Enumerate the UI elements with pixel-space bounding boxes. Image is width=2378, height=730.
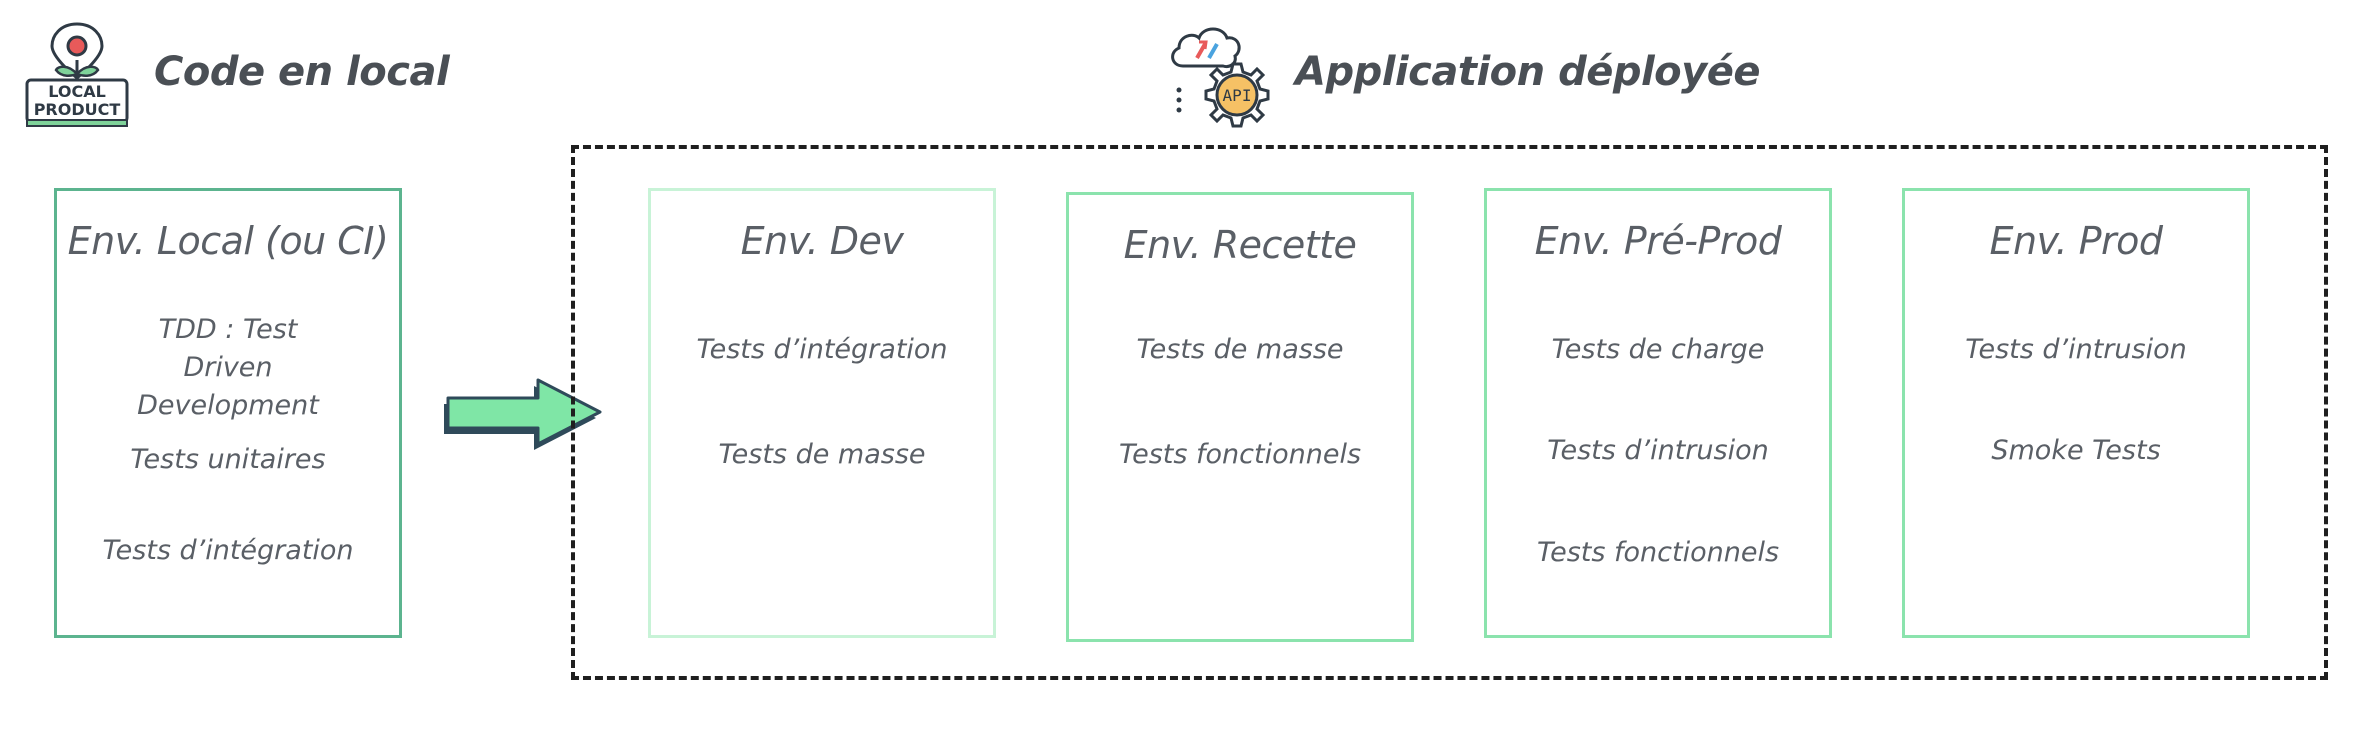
env-test-item: Tests d’intrusion [1547, 435, 1769, 466]
env-test-item: Tests d’intrusion [1965, 334, 2187, 365]
env-title: Env. Local (ou CI) [67, 219, 389, 263]
api-cloud-gear-icon: API [1163, 18, 1283, 128]
local-product-icon: LOCAL PRODUCT [22, 20, 132, 130]
env-test-item: Tests unitaires [130, 444, 326, 475]
env-title: Env. Recette [1123, 223, 1357, 267]
local-icon-text-1: LOCAL [48, 82, 106, 101]
env-test-item: Tests de masse [1136, 334, 1344, 365]
env-test-item: Tests fonctionnels [1118, 439, 1362, 470]
right-arrow-icon [440, 368, 610, 458]
env-test-item: Tests fonctionnels [1536, 537, 1780, 568]
local-icon-text-2: PRODUCT [33, 100, 121, 119]
env-box-dev: Env. Dev Tests d’intégration Tests de ma… [648, 188, 996, 638]
api-icon-text: API [1222, 86, 1252, 105]
env-test-item: Tests de masse [718, 439, 926, 470]
env-test-item: Tests d’intégration [102, 535, 354, 566]
env-test-item: Tests d’intégration [696, 334, 948, 365]
deployed-frame [571, 145, 2328, 680]
env-title: Env. Prod [1989, 219, 2163, 263]
env-test-item: TDD : Test Driven Development [137, 314, 319, 421]
env-test-item: Tests de charge [1551, 334, 1765, 365]
env-box-preprod: Env. Pré-Prod Tests de charge Tests d’in… [1484, 188, 1832, 638]
env-box-recette: Env. Recette Tests de masse Tests foncti… [1066, 192, 1414, 642]
env-title: Env. Dev [740, 219, 904, 263]
local-section-title: Code en local [154, 49, 450, 95]
env-title: Env. Pré-Prod [1534, 219, 1782, 263]
env-box-prod: Env. Prod Tests d’intrusion Smoke Tests [1902, 188, 2250, 638]
env-test-item: Smoke Tests [1991, 435, 2161, 466]
deployed-section-title: Application déployée [1295, 49, 1760, 95]
env-box-local: Env. Local (ou CI) TDD : Test Driven Dev… [54, 188, 402, 638]
